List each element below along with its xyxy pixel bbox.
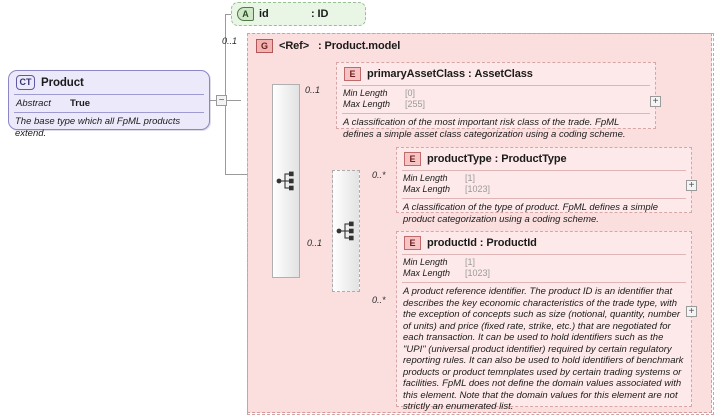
- element-name-type: primaryAssetClass : AssetClass: [367, 68, 533, 80]
- element-datatype: ProductId: [486, 237, 537, 249]
- complextype-name: Product: [41, 76, 84, 89]
- complextype-annotation: The base type which all FpML products ex…: [15, 116, 181, 139]
- facet-value: [1023]: [465, 268, 491, 278]
- divider: [402, 254, 686, 255]
- group-name: <Ref>: [279, 40, 310, 52]
- wire-trunk-vertical: [225, 14, 226, 174]
- facet-value: True: [70, 98, 91, 109]
- element-separator: :: [494, 153, 499, 165]
- element-name: productId: [427, 237, 477, 249]
- complextype-header: CT Product: [9, 71, 209, 94]
- cardinality-group: 0..1: [222, 36, 238, 46]
- wire-trunk-to-attribute: [225, 14, 233, 15]
- group-separator: :: [317, 40, 322, 52]
- divider: [342, 113, 650, 114]
- divider: [14, 112, 204, 113]
- cardinality-compositor-inner: 0..1: [307, 238, 323, 248]
- facet-label: Min Length: [343, 88, 388, 98]
- element-header: E primaryAssetClass : AssetClass: [337, 63, 655, 85]
- divider: [402, 170, 686, 171]
- element-header: E productType : ProductType: [397, 148, 691, 170]
- facet-label: Max Length: [403, 184, 451, 194]
- attribute-name: id: [259, 8, 269, 20]
- facet-label: Min Length: [403, 173, 448, 183]
- wire-toggle-to-trunk: [227, 100, 241, 101]
- expand-icon[interactable]: +: [650, 96, 661, 107]
- group-header: G <Ref> : Product.model: [248, 34, 711, 57]
- group-icon: G: [256, 39, 273, 53]
- expand-icon[interactable]: +: [686, 306, 697, 317]
- sequence-icon: [336, 221, 354, 241]
- attribute-icon: A: [237, 7, 254, 21]
- facet-value: [1]: [465, 173, 476, 183]
- facet-value: [255]: [405, 99, 426, 109]
- group-name-type: <Ref> : Product.model: [279, 40, 400, 52]
- wire-trunk-to-group: [225, 174, 248, 175]
- facet-value: [1]: [465, 257, 476, 267]
- element-datatype: ProductType: [501, 153, 567, 165]
- facet-label: Abstract: [16, 98, 51, 109]
- facet-row: Min Length [0]: [343, 88, 649, 99]
- element-annotation: A classification of the type of product.…: [403, 202, 659, 225]
- element-icon: E: [344, 67, 361, 81]
- facet-value: [0]: [405, 88, 416, 98]
- wire-ct-to-toggle: [210, 100, 216, 101]
- element-name-type: productType : ProductType: [427, 153, 567, 165]
- complextype-facets: Abstract True: [9, 95, 209, 112]
- element-facets: Min Length [1] Max Length [1023]: [397, 171, 691, 198]
- element-header: E productId : ProductId: [397, 232, 691, 254]
- facet-row: Abstract True: [16, 98, 202, 109]
- element-name-type: productId : ProductId: [427, 237, 537, 249]
- attribute-datatype: ID: [317, 8, 329, 20]
- facet-row: Max Length [1023]: [403, 268, 685, 279]
- element-name: primaryAssetClass: [367, 68, 465, 80]
- facet-row: Max Length [1023]: [403, 184, 685, 195]
- element-node-primaryassetclass[interactable]: E primaryAssetClass : AssetClass Min Len…: [336, 62, 656, 140]
- facet-label: Min Length: [403, 257, 448, 267]
- facet-row: Min Length [1]: [403, 173, 685, 184]
- element-icon: E: [404, 152, 421, 166]
- facet-label: Max Length: [403, 268, 451, 278]
- divider: [402, 198, 686, 199]
- divider: [402, 282, 686, 283]
- element-datatype: AssetClass: [474, 68, 533, 80]
- divider: [14, 94, 204, 95]
- complextype-node-product[interactable]: CT Product Abstract True The base type w…: [8, 70, 210, 139]
- facet-value: [1023]: [465, 184, 491, 194]
- element-separator: :: [479, 237, 484, 249]
- element-icon: E: [404, 236, 421, 250]
- facet-label: Max Length: [343, 99, 391, 109]
- collapse-icon[interactable]: −: [216, 95, 227, 106]
- attribute-name-type: id: ID: [259, 8, 328, 20]
- element-separator: :: [467, 68, 472, 80]
- sequence-compositor-outer[interactable]: [272, 84, 300, 278]
- element-node-producttype[interactable]: E productType : ProductType Min Length […: [396, 147, 692, 225]
- element-name: productType: [427, 153, 492, 165]
- complextype-icon: CT: [16, 75, 35, 90]
- attribute-node-id[interactable]: A id: ID: [231, 2, 366, 26]
- cardinality-productid: 0..*: [372, 295, 386, 305]
- element-annotation: A classification of the most important r…: [343, 117, 626, 140]
- sequence-icon: [276, 171, 294, 191]
- element-annotation: A product reference identifier. The prod…: [403, 286, 684, 412]
- cardinality-primaryassetclass: 0..1: [305, 85, 321, 95]
- group-datatype: Product.model: [324, 40, 401, 52]
- cardinality-producttype: 0..*: [372, 170, 386, 180]
- sequence-compositor-inner[interactable]: [332, 170, 360, 292]
- expand-icon[interactable]: +: [686, 180, 697, 191]
- facet-row: Max Length [255]: [343, 99, 649, 110]
- attribute-separator: :: [311, 8, 315, 20]
- divider: [342, 85, 650, 86]
- element-facets: Min Length [0] Max Length [255]: [337, 86, 655, 113]
- element-node-productid[interactable]: E productId : ProductId Min Length [1] M…: [396, 231, 692, 412]
- facet-row: Min Length [1]: [403, 257, 685, 268]
- attribute-header: A id: ID: [232, 3, 365, 25]
- element-facets: Min Length [1] Max Length [1023]: [397, 255, 691, 282]
